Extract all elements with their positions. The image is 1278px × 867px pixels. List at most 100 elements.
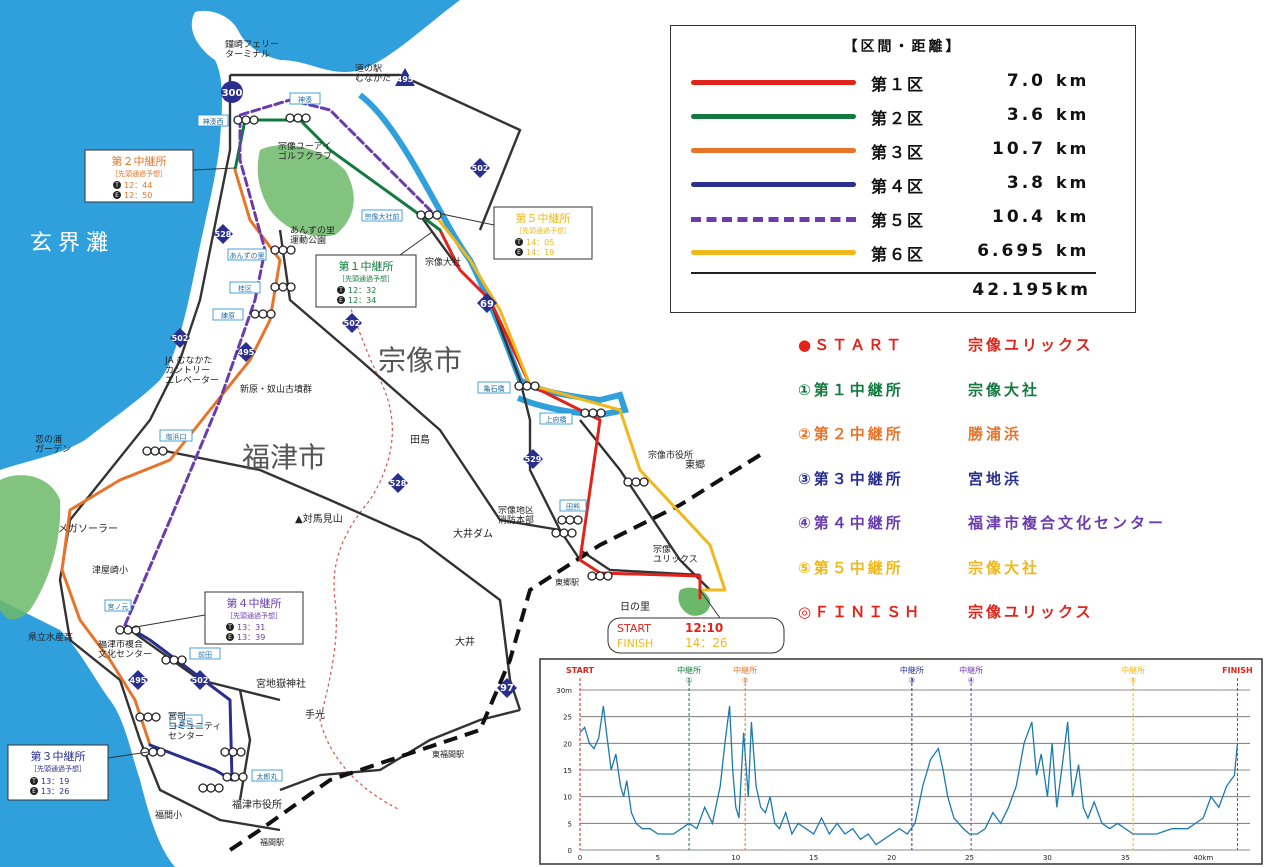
relay-marker-label: START bbox=[566, 666, 595, 675]
time-badge-e: E bbox=[517, 249, 521, 256]
x-tick-label: 15 bbox=[809, 854, 818, 862]
y-tick-label: 5 bbox=[568, 820, 572, 828]
road-sign: 495 bbox=[397, 75, 414, 84]
place-label: 県立水産高 bbox=[28, 631, 73, 643]
legend-distance-unit: km bbox=[1056, 173, 1090, 192]
relay-box-2: 第２中継所 ［先頭通過予想］ T 12：44 E 12：50 bbox=[84, 149, 236, 203]
x-tick-label: 25 bbox=[965, 854, 974, 862]
legend-distance-value: 6.695 bbox=[977, 241, 1046, 261]
road-sign: 495 bbox=[130, 676, 147, 685]
junction-label: 田熊 bbox=[566, 502, 580, 511]
place-label: 東郷駅 bbox=[555, 577, 579, 587]
relay-time-e: 12：50 bbox=[124, 191, 152, 200]
relay-marker-number: ② bbox=[742, 676, 749, 685]
relay-time-e: 14：19 bbox=[526, 248, 554, 257]
time-badge-t: T bbox=[227, 624, 232, 631]
road-sign-group: 300 495 502 528 502 69 495 502 529 528 5… bbox=[128, 68, 543, 698]
course-point-place: 宗像大社 bbox=[968, 380, 1041, 399]
legend-section-name: 第３区 bbox=[871, 143, 926, 162]
legend-distance-unit: km bbox=[1056, 105, 1090, 124]
course-point-place: 宮地浜 bbox=[968, 469, 1023, 488]
relay-subtitle: ［先頭通過予想］ bbox=[111, 169, 167, 178]
x-tick-label: 5 bbox=[656, 854, 660, 862]
course-section-3 bbox=[60, 168, 282, 747]
junction-label: 宗像大社前 bbox=[365, 212, 400, 221]
time-badge-t: T bbox=[31, 778, 36, 785]
city-label-fukutsu: 福津市 bbox=[242, 441, 326, 474]
place-label-anzunosato: あんずの里 運動公園 bbox=[290, 226, 336, 246]
relay-subtitle: ［先頭通過予想］ bbox=[226, 611, 282, 620]
relay-marker-label: 中継所 bbox=[1121, 665, 1145, 675]
course-point-label: ②第２中継所 bbox=[798, 425, 904, 443]
relay-marker-label: 中継所 bbox=[900, 665, 924, 675]
course-point-label: ④第４中継所 bbox=[798, 514, 904, 532]
start-finish-box: START 12:10 FINISH 14：26 bbox=[607, 589, 785, 654]
time-badge-e: E bbox=[32, 788, 36, 795]
legend-distance-unit: km bbox=[1056, 207, 1090, 226]
x-tick-label: 0 bbox=[578, 854, 582, 862]
traffic-signal-icons bbox=[115, 113, 649, 793]
junction-label: 宮ノ元 bbox=[108, 602, 129, 611]
city-label-munakata: 宗像市 bbox=[378, 344, 462, 377]
road-sign: 495 bbox=[238, 348, 255, 357]
legend-total: 42.195km bbox=[972, 280, 1091, 300]
junction-labels: 神湊西 神湊 宗像大社前 あんずの里 桂区 練原 亀石橋 上府橋 塩浜口 田熊 … bbox=[104, 92, 587, 782]
relay-subtitle: ［先頭通過予想］ bbox=[338, 274, 394, 283]
legend-distance-value: 3.6 bbox=[1006, 105, 1046, 125]
legend-swatch bbox=[691, 114, 856, 119]
place-label-fire-hq: 宗像地区 消防本部 bbox=[498, 506, 535, 526]
time-badge-t: T bbox=[114, 182, 119, 189]
start-label: START bbox=[617, 622, 651, 635]
place-label: 津屋崎小 bbox=[92, 564, 128, 576]
relay-marker-number: ⑤ bbox=[1130, 676, 1137, 685]
time-badge-t: T bbox=[338, 287, 343, 294]
y-tick-label: 0 bbox=[568, 847, 572, 855]
legend-distance-value: 7.0 bbox=[1006, 71, 1046, 91]
place-label: 新原・奴山古墳群 bbox=[240, 383, 312, 395]
road-sign: 502 bbox=[344, 319, 361, 328]
place-label: 大井 bbox=[455, 635, 475, 648]
relay-title: 第１中継所 bbox=[339, 259, 394, 273]
coast-green bbox=[257, 145, 354, 237]
finish-time: 14：26 bbox=[685, 636, 728, 650]
relay-marker-number: ④ bbox=[968, 676, 975, 685]
x-tick-label: 40km bbox=[1193, 854, 1213, 862]
course-section-4 bbox=[123, 623, 234, 782]
legend-swatch bbox=[691, 148, 856, 153]
course-section-5 bbox=[123, 98, 437, 627]
road-sign: 69 bbox=[480, 299, 494, 310]
legend-swatch bbox=[691, 217, 856, 222]
relay-marker-label: 中継所 bbox=[733, 665, 757, 675]
legend-distance-unit: km bbox=[1056, 241, 1090, 260]
relay-marker-label: 中継所 bbox=[959, 665, 983, 675]
place-label-ja: JA むなかた カントリー エレベーター bbox=[165, 356, 220, 386]
legend-title: 【区間・距離】 bbox=[843, 39, 963, 55]
junction-label: 桂区 bbox=[238, 284, 252, 293]
start-time: 12:10 bbox=[685, 621, 723, 635]
legend-section-name: 第４区 bbox=[871, 177, 926, 196]
place-label: 宗像市役所 bbox=[648, 449, 693, 461]
junction-label: 神湊西 bbox=[203, 117, 224, 126]
course-point-place: 福津市複合文化センター bbox=[968, 514, 1167, 532]
junction-label: あんずの里 bbox=[230, 251, 265, 260]
relay-title: 第２中継所 bbox=[112, 154, 167, 168]
place-label: 福間駅 bbox=[260, 838, 284, 847]
legend-swatch bbox=[691, 80, 856, 85]
road-sign: 528 bbox=[215, 230, 232, 239]
legend-section-name: 第２区 bbox=[871, 109, 926, 128]
x-tick-label: 20 bbox=[887, 854, 896, 862]
legend-distance-unit: km bbox=[1056, 139, 1090, 158]
road-sign: 528 bbox=[390, 479, 407, 488]
time-badge-e: E bbox=[228, 634, 232, 641]
junction-label: 前田 bbox=[198, 650, 212, 659]
relay-time-t: 13：31 bbox=[237, 623, 265, 632]
relay-marker-label: 中継所 bbox=[677, 665, 701, 675]
relay-time-t: 14：05 bbox=[526, 238, 554, 247]
road-sign: 97 bbox=[500, 683, 514, 694]
relay-time-e: 13：26 bbox=[41, 787, 69, 796]
legend-swatch bbox=[691, 250, 856, 255]
